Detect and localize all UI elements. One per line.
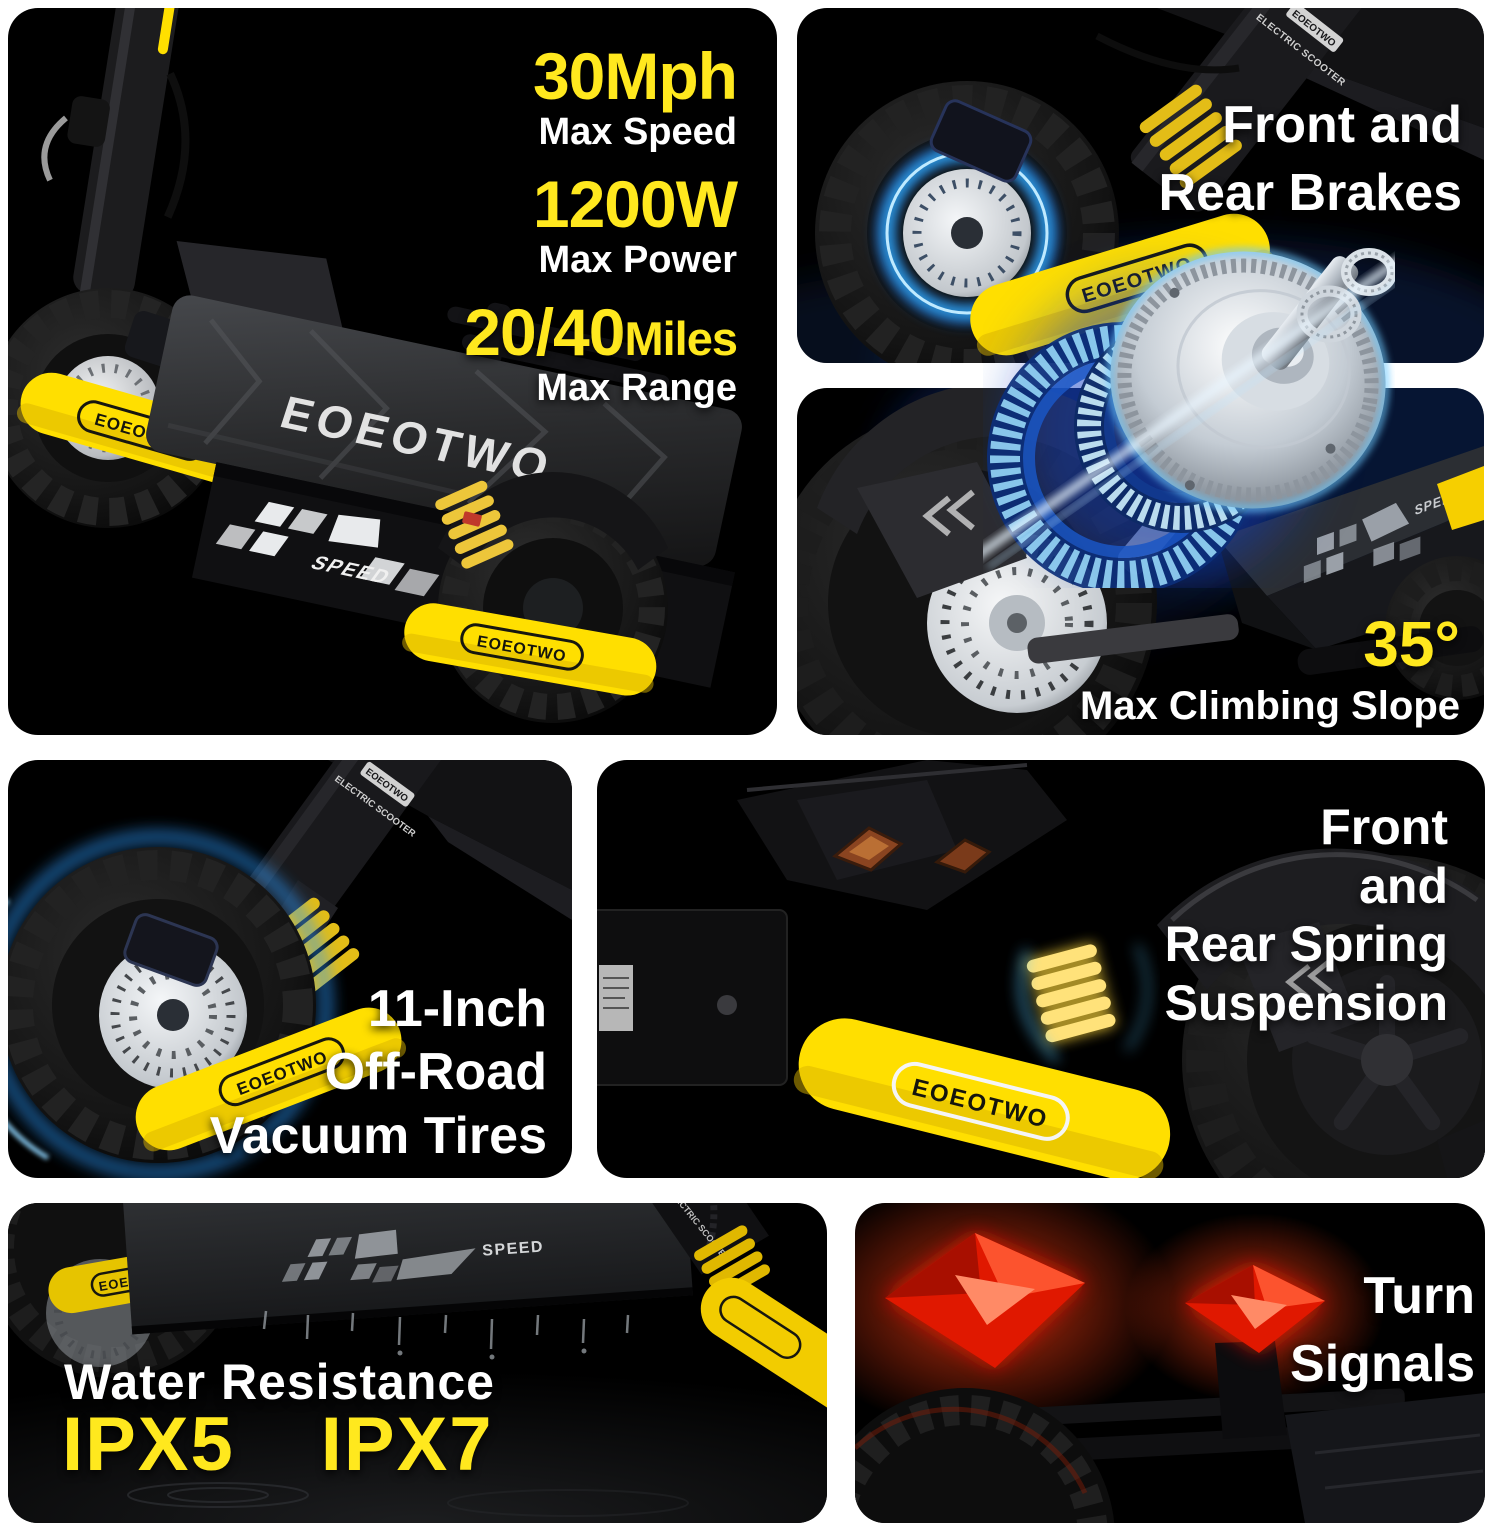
panel-specs: EOEOTWO EOEOTWO: [8, 8, 777, 735]
panel-tires: EOEOTWO ELECTRIC SCOOTER EOEOTWO: [8, 760, 572, 1178]
rear-swing-arm: [700, 1277, 827, 1415]
front-brake-illustration: EOEOTWO ELECTRIC SCOOTER EOEOTWO: [797, 8, 1484, 363]
panel-signals: Turn Signals: [855, 1203, 1485, 1523]
signals-heading: Turn Signals: [1290, 1263, 1475, 1398]
panel-water: EOEOTWO SPEED ELECTRIC SCOOTER: [8, 1203, 827, 1523]
battery-box: [597, 909, 788, 1086]
spec-value: 1200W: [532, 166, 738, 241]
spec-value: 30Mph: [532, 39, 738, 113]
front-tire-illustration: EOEOTWO ELECTRIC SCOOTER EOEOTWO: [8, 760, 572, 1178]
chevron-marks: [922, 489, 975, 537]
rear-body: [985, 1341, 1485, 1523]
rear-wheel: EOEOTWO: [402, 471, 668, 723]
tires-heading: 11-Inch Off-Road Vacuum Tires: [210, 978, 547, 1168]
tires-heading-line: Vacuum Tires: [209, 1106, 547, 1165]
front-spring: [1139, 84, 1242, 189]
front-swing-arm: EOEOTWO: [135, 1007, 407, 1152]
rear-swing-arm: EOEOTWO: [402, 603, 657, 696]
tires-heading-line: 11-Inch: [367, 979, 547, 1038]
front-wheel-glow: [8, 832, 331, 1178]
climbing-value: 35°: [1363, 608, 1460, 680]
red-reflector: [462, 511, 482, 527]
brakes-heading-line: Front and: [1222, 96, 1462, 154]
water-title: Water Resistance: [64, 1354, 495, 1410]
rear-swing-arm: EOEOTWO: [793, 1018, 1171, 1178]
water-rating-ipx5: IPX5: [62, 1402, 235, 1487]
turn-signals-illustration: [855, 1203, 1485, 1523]
spec-max-speed: 30Mph Max Speed: [464, 39, 738, 154]
spec-suffix: Miles: [624, 311, 738, 365]
spec-label: Max Power: [538, 239, 737, 282]
spec-list: 30Mph Max Speed 1200W Max Power 20/40Mil…: [464, 39, 738, 426]
brake-caliper: [929, 99, 1033, 183]
chevron-marks: [1284, 958, 1333, 1000]
panel-suspension: EOEOTWO Front and Rear Spring Suspension: [597, 760, 1485, 1178]
rear-tire: [855, 1388, 1115, 1523]
suspension-heading-line: Rear Spring: [1164, 916, 1448, 972]
rear-fender: [1157, 848, 1485, 1178]
water-rating-ipx7: IPX7: [320, 1402, 494, 1487]
deck-side: SPEED ELECTRIC SCOOTER: [123, 1203, 769, 1335]
spec-label: Max Range: [536, 366, 737, 409]
rear-suspension-illustration: EOEOTWO: [597, 760, 1485, 1178]
suspension-heading-line: Suspension: [1164, 974, 1448, 1031]
panel-climbing: SPEED 35° Max Climbing Slope: [797, 388, 1484, 735]
spec-label: Max Speed: [538, 111, 737, 154]
speed-graphic: SPEED: [281, 1229, 545, 1283]
climbing-label: Max Climbing Slope: [1079, 684, 1460, 728]
brakes-heading: Front and Rear Brakes: [1158, 92, 1462, 227]
water-resistance-illustration: EOEOTWO SPEED ELECTRIC SCOOTER: [8, 1203, 827, 1523]
turn-signal-lamps: [832, 826, 992, 874]
suspension-heading: Front and Rear Spring Suspension: [1165, 798, 1448, 1032]
tail-frame: [737, 760, 1067, 910]
turn-signal-lamp-right: [1185, 1265, 1325, 1353]
brakes-heading-line: Rear Brakes: [1158, 163, 1462, 222]
turn-signal-lamp-left: [885, 1233, 1085, 1368]
suspension-heading-line: Front: [1320, 799, 1448, 855]
steering-stem: [41, 8, 190, 299]
tires-heading-line: Off-Road: [324, 1043, 547, 1102]
scooter-three-quarter-illustration: EOEOTWO EOEOTWO: [8, 8, 742, 723]
signals-heading-line: Turn: [1363, 1267, 1475, 1325]
climbing-stat: 35° Max Climbing Slope: [1080, 612, 1460, 729]
spec-max-power: 1200W Max Power: [464, 166, 738, 282]
brake-caliper: [123, 913, 219, 987]
signals-heading-line: Signals: [1290, 1334, 1475, 1393]
panel-brakes: EOEOTWO ELECTRIC SCOOTER EOEOTWO: [797, 8, 1484, 363]
glowing-spring: [1018, 944, 1150, 1062]
spec-value: 20/40: [464, 294, 625, 369]
suspension-heading-line: and: [1359, 857, 1448, 914]
spec-max-range: 20/40Miles Max Range: [464, 294, 738, 410]
water-drops: [262, 1310, 630, 1360]
deck-speed-label: SPEED: [482, 1238, 545, 1259]
